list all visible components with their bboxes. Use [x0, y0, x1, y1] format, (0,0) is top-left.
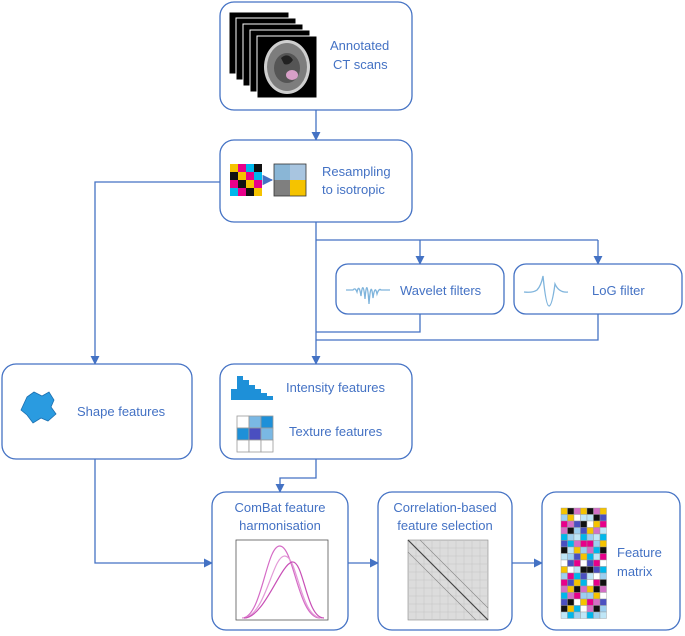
texture-grid-icon: [236, 415, 274, 453]
ct-stack-icon: [228, 11, 318, 99]
log-label: LoG filter: [592, 283, 645, 298]
correlation-label-2: feature selection: [397, 518, 492, 533]
histogram-icon: [231, 376, 273, 400]
ct-scans-label-2: CT scans: [333, 57, 388, 72]
arrow-shape-to-combat: [94, 459, 213, 568]
combat-label-2: harmonisation: [239, 518, 321, 533]
arrow-features-to-combat: [275, 459, 317, 493]
resampling-box: [219, 139, 413, 223]
connectors: [90, 110, 603, 568]
kde-plot-icon: [235, 539, 329, 621]
node-resampling: Resampling to isotropic: [219, 139, 413, 223]
texture-label: Texture features: [289, 424, 383, 439]
node-combat: ComBat feature harmonisation: [211, 491, 349, 631]
feature-matrix-label-2: matrix: [617, 564, 653, 579]
resampling-icon: [230, 163, 307, 197]
combat-label-1: ComBat feature: [234, 500, 325, 515]
log-merge-line: [316, 314, 599, 341]
resampling-label-1: Resampling: [322, 164, 391, 179]
node-intensity-texture: Intensity features Texture features: [219, 363, 413, 460]
correlation-matrix-icon: [407, 539, 489, 621]
wavelet-box: [335, 263, 505, 315]
ct-scans-label-1: Annotated: [330, 38, 389, 53]
wavelet-merge-line: [316, 314, 421, 333]
wavelet-icon: [346, 287, 390, 305]
shape-box: [1, 363, 193, 460]
node-ct-scans: Annotated CT scans: [219, 1, 413, 111]
node-correlation: Correlation-based feature selection: [377, 491, 513, 631]
intensity-label: Intensity features: [286, 380, 385, 395]
resampling-label-2: to isotropic: [322, 182, 385, 197]
log-box: [513, 263, 683, 315]
node-log: LoG filter: [513, 263, 683, 315]
log-filter-icon: [523, 275, 569, 307]
wavelet-label: Wavelet filters: [400, 283, 482, 298]
node-wavelet: Wavelet filters: [335, 263, 505, 315]
shape-label: Shape features: [77, 404, 166, 419]
feature-matrix-label-1: Feature: [617, 545, 662, 560]
node-feature-matrix: Feature matrix: [541, 491, 681, 631]
feature-matrix-icon: [560, 507, 607, 619]
node-shape: Shape features: [1, 363, 193, 460]
arrow-resampling-to-shape: [90, 181, 220, 365]
correlation-label-1: Correlation-based: [393, 500, 496, 515]
shape-blob-icon: [20, 391, 57, 424]
